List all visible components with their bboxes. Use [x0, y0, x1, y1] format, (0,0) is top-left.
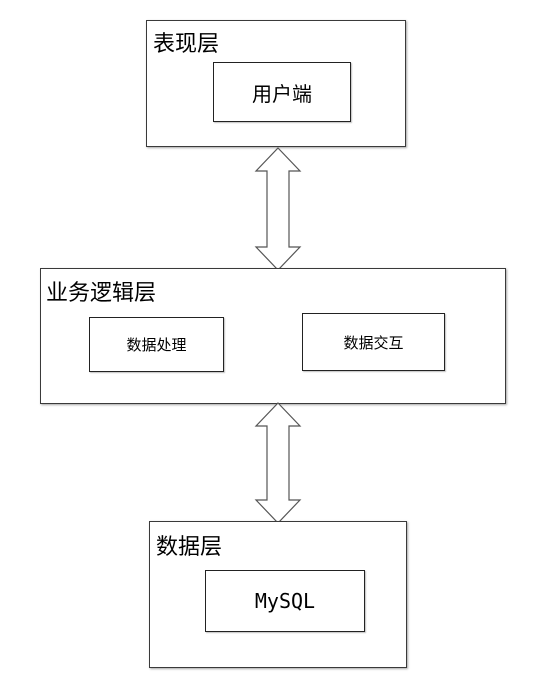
- data-interaction-box: 数据交互: [302, 313, 445, 371]
- client-label: 用户端: [252, 81, 312, 106]
- presentation-layer-title: 表现层: [153, 32, 220, 57]
- presentation-layer: 表现层 用户端: [146, 20, 406, 147]
- data-interaction-label: 数据交互: [343, 333, 404, 352]
- data-processing-box: 数据处理: [89, 317, 224, 372]
- data-processing-label: 数据处理: [126, 336, 187, 354]
- data-layer-title: 数据层: [156, 535, 223, 560]
- double-arrow-icon: [254, 147, 302, 271]
- mysql-box: MySQL: [205, 570, 365, 632]
- client-box: 用户端: [213, 62, 351, 122]
- mysql-label: MySQL: [254, 589, 316, 613]
- double-arrow-icon: [254, 402, 302, 524]
- data-layer: 数据层 MySQL: [149, 521, 407, 668]
- business-logic-layer: 业务逻辑层 数据处理 数据交互: [40, 268, 506, 404]
- business-logic-layer-title: 业务逻辑层: [46, 281, 157, 306]
